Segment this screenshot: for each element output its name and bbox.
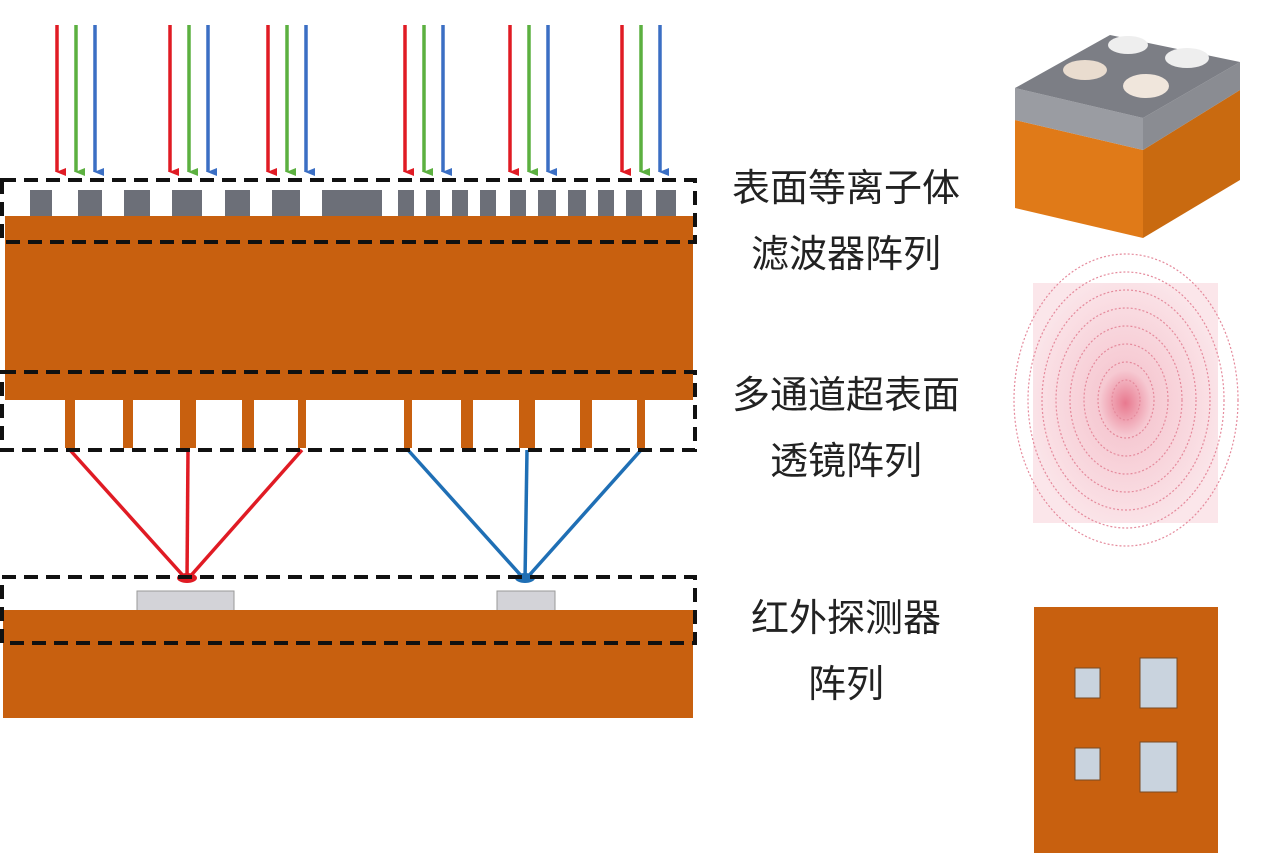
metalens-pillar (242, 399, 254, 448)
label-line: 滤波器阵列 (750, 232, 941, 276)
detector-array-label: 红外探测器 阵列 (716, 585, 976, 717)
filter-dashed-box (0, 178, 697, 244)
red-focus-ray (185, 448, 304, 582)
filter-pillar (172, 190, 202, 217)
filter-pillar (568, 190, 586, 217)
filter-pillar (398, 190, 414, 217)
metalens-pillar (637, 399, 645, 448)
filter-pillar (272, 190, 300, 217)
filter-pillar (78, 190, 102, 217)
filter-pillar (322, 190, 382, 217)
metalens-pillar (298, 399, 306, 448)
metalens-phase-pattern (1013, 253, 1239, 547)
filter-pillar (598, 190, 614, 217)
blue-focus-ray (406, 448, 527, 582)
label-line: 红外探测器 (750, 596, 941, 640)
filter-array-label: 表面等离子体 滤波器阵列 (716, 155, 976, 287)
metalens-pillar (519, 399, 535, 448)
metalens-array-label: 多通道超表面 透镜阵列 (716, 362, 976, 494)
metalens-dashed-box (0, 370, 697, 452)
filter-pillar (510, 190, 526, 217)
metalens-pillar (180, 399, 196, 448)
blue-focus-ray (523, 448, 643, 582)
label-line: 多通道超表面 (731, 373, 960, 417)
detector-dashed-box (0, 575, 697, 645)
label-line: 透镜阵列 (769, 439, 922, 483)
filter-pillar (30, 190, 52, 217)
incident-light-arrows (55, 25, 669, 176)
filter-pillar (452, 190, 468, 217)
filter-pillar (225, 190, 250, 217)
metalens-pillars (65, 399, 645, 448)
blue-focus-ray (523, 449, 529, 581)
plasmonic-filter-array (30, 190, 676, 217)
filter-pillar (124, 190, 150, 217)
filter-pillar (626, 190, 642, 217)
red-focus-ray (68, 448, 189, 582)
detector-pad (136, 590, 235, 612)
metalens-pillar (65, 399, 75, 448)
metalens-pillar (404, 399, 412, 448)
filter-pillar (538, 190, 556, 217)
filter-pillar (426, 190, 440, 217)
metalens-pillar (461, 399, 473, 448)
filter-pillar (656, 190, 676, 217)
red-focus-ray (185, 449, 190, 581)
label-line: 表面等离子体 (731, 166, 960, 210)
metalens-pillar (123, 399, 133, 448)
detector-pad (496, 590, 556, 612)
substrate-block (5, 216, 693, 400)
detector-substrate (3, 610, 693, 718)
filter-pillar (480, 190, 496, 217)
focusing-rays (68, 448, 643, 583)
filter-unit-cell-3d (1015, 35, 1240, 238)
metalens-pillar (580, 399, 592, 448)
label-line: 阵列 (807, 662, 884, 706)
detector-array-top-view (1034, 607, 1218, 853)
